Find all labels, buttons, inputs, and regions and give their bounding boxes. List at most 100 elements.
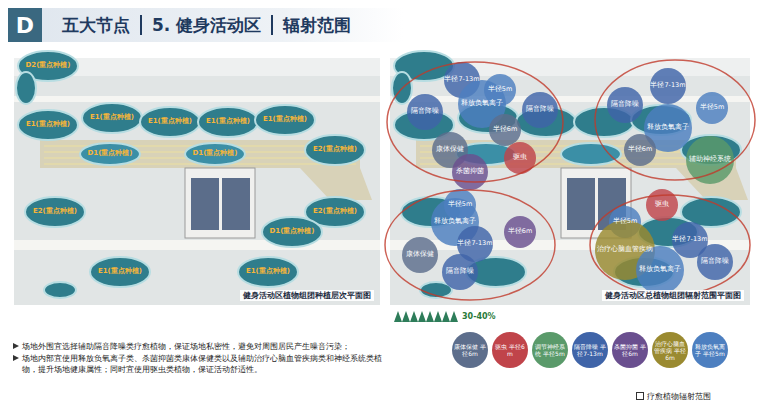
planting-cluster [238, 257, 298, 287]
legend-text: 疗愈植物辐射范围 [647, 391, 711, 402]
radiation-label: 隔音降噪 [611, 101, 639, 108]
tree-icon [410, 311, 418, 322]
site-plan [385, 51, 755, 305]
radiation-label: 隔音降噪 [526, 106, 554, 113]
radiation-circle [697, 244, 733, 280]
planting-label: E1(重点种植) [148, 118, 192, 126]
tree-icon [426, 311, 434, 322]
planting-label: E1(重点种植) [26, 121, 70, 129]
legend-text: 康体保健 半径6m [454, 331, 486, 369]
radiation-label: 半径7-13m [444, 76, 479, 83]
radiation-label: 半径6m [628, 146, 652, 153]
planting-label: D1(重点种植) [192, 150, 237, 158]
legend-text: 释放负氧离子 半径5m [694, 331, 726, 369]
design-note: 场地内部宜使用释放负氧离子类、杀菌抑菌类康体保健类以及辅助治疗心脑血管疾病类和神… [22, 353, 382, 375]
radiation-circle [442, 254, 478, 290]
planting-cluster [561, 143, 621, 165]
radiation-label: 释放负氧离子 [434, 218, 476, 225]
tree-icon [394, 311, 402, 322]
radiation-label: 康体保健 [406, 251, 434, 258]
radiation-label: 释放负氧离子 [639, 266, 681, 273]
radiation-circle [650, 68, 686, 104]
legend-swatch [692, 332, 728, 368]
planting-label: E2(重点种植) [313, 146, 357, 154]
radiation-outline [387, 62, 563, 182]
tree-icon [402, 311, 410, 322]
radiation-circle [452, 154, 488, 190]
radiation-label: 半径7-13m [650, 82, 685, 89]
text-group: 五大节点5. 健身活动区辐射范围 [52, 8, 361, 42]
radiation-circle [686, 136, 734, 184]
radiation-label: 半径5m [700, 104, 724, 111]
road [14, 96, 380, 102]
radiation-label: 隔音降噪 [701, 258, 729, 265]
radiation-outline [590, 195, 750, 295]
planting-label: D1(重点种植) [269, 228, 314, 236]
design-note: 场地外围宜选择辅助隔音降噪类疗愈植物，保证场地私密性，避免对周围居民产生噪音污染… [22, 341, 382, 352]
plan-panel: 健身活动区植物组团种植层次平面图 [14, 58, 380, 305]
planting-cluster [90, 257, 150, 287]
site-plan [14, 51, 380, 305]
legend-swatch [532, 332, 568, 368]
legend-swatch [612, 332, 648, 368]
radiation-label: 半径6m [508, 228, 532, 235]
radiation-label: 释放负氧离子 [461, 100, 503, 107]
court [222, 178, 250, 230]
header-title: 辐射范围 [271, 15, 361, 35]
legend-text: 隔音降噪 半径7-13m [574, 331, 606, 369]
legend-swatch [492, 332, 528, 368]
tree-icon [450, 311, 458, 322]
header-title: 5. 健身活动区 [140, 15, 271, 35]
radiation-circle [607, 87, 643, 123]
radiation-circle [504, 142, 536, 174]
plan-ground [390, 58, 750, 305]
planting-label: E1(重点种植) [246, 268, 290, 276]
radiation-outline [595, 60, 755, 180]
radiation-label: 半径7-13m [672, 236, 707, 243]
planting-label: E2(重点种植) [313, 208, 357, 216]
text-group: D [8, 8, 42, 42]
section-letter-box: D [8, 8, 42, 42]
planting-label: E1(重点种植) [206, 118, 250, 126]
planting-label: E1(重点种植) [263, 116, 307, 124]
header-title: 五大节点 [52, 15, 140, 35]
planting-label: D2(重点种植) [25, 62, 70, 70]
court [567, 178, 595, 230]
radiation-circle [624, 134, 656, 166]
radiation-label: 隔音降噪 [411, 108, 439, 115]
legend-swatch [452, 332, 488, 368]
planting-cluster [25, 197, 85, 227]
planting-cluster [44, 282, 76, 298]
legend-swatch-holder [636, 392, 645, 401]
radiation-label: 半径5m [488, 86, 512, 93]
text-group: 健身活动区总植物组团辐射范围平面图 [602, 283, 744, 302]
bullet-marker [13, 355, 19, 361]
plan-caption: 健身活动区植物组团种植层次平面图 [240, 290, 374, 301]
radiation-circle [402, 237, 438, 273]
legend-text: 杀菌抑菌 半径6m [614, 331, 646, 369]
court [191, 178, 219, 230]
section-letter: D [16, 13, 34, 38]
header-bar: 五大节点5. 健身活动区辐射范围 D [8, 8, 403, 42]
legend-swatch [572, 332, 608, 368]
legend-swatch [652, 332, 688, 368]
tree-icon [442, 311, 450, 322]
bullet-marker [13, 343, 19, 349]
radiation-outline [385, 190, 555, 300]
court-frame [185, 168, 255, 238]
planting-label: D1(重点种植) [87, 150, 132, 158]
ramp [300, 168, 372, 200]
radiation-label: 杀菌抑菌 [456, 168, 484, 175]
radiation-label: 驱虫 [513, 154, 527, 161]
planting-cluster [185, 143, 245, 165]
radiation-label: 释放负氧离子 [647, 124, 689, 131]
radiation-label: 康体保健 [436, 146, 464, 153]
planting-cluster [16, 72, 36, 104]
planting-cluster [140, 107, 200, 137]
radiation-label: 半径5m [448, 201, 472, 208]
radiation-circle [489, 114, 521, 146]
radiation-circle [504, 216, 536, 248]
road [14, 240, 380, 250]
radiation-label: 驱虫 [655, 201, 669, 208]
